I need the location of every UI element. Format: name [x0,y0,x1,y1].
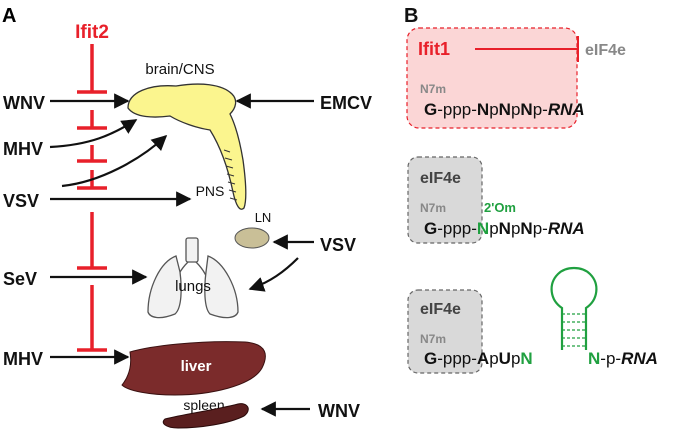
row2-2om-label: 2'Om [484,200,516,215]
brain-label: brain/CNS [145,61,214,78]
ifit2-inhibition-lines [77,44,107,352]
brain-shape [127,83,247,210]
ifit1-label: Ifit1 [418,39,450,59]
nerve-hatch [223,149,238,201]
virus-wnv-right: WNV [318,401,360,421]
lungs-label: lungs [175,278,211,295]
ifit1-box [406,27,578,129]
eif4e-box-row3 [407,289,483,374]
row3-sequence-left: G-ppp-ApUpN [424,349,533,368]
infection-arrows [49,93,314,417]
virus-mhv-upper: MHV [3,139,43,159]
arrow-mhv-brain [49,119,138,149]
panel-a-label: A [2,5,16,27]
pns-label: PNS [196,183,225,199]
virus-emcv: EMCV [320,93,372,113]
virus-mhv-lower: MHV [3,349,43,369]
liver-shape [121,341,266,396]
row2-eif4e-label: eIF4e [420,170,461,187]
virus-sev: SeV [3,269,37,289]
row1-cap-label: N7m [420,82,446,96]
row2-sequence: G-ppp-NpNpNp-RNA [424,219,585,238]
virus-vsv-right: VSV [320,235,356,255]
ifit2-label: Ifit2 [75,22,109,43]
row3-cap-label: N7m [420,332,446,346]
rna-hairpin [550,266,598,350]
lymph-node [234,227,270,249]
lungs-shape [147,237,239,319]
row3-eif4e-label: eIF4e [420,301,461,318]
liver-label: liver [181,358,212,375]
panel-b-label: B [404,5,418,27]
arrow-vsv-lungs [248,257,299,292]
virus-vsv-left: VSV [3,191,39,211]
row3-sequence-right: N-p-RNA [588,349,658,368]
ifit1-inhibition-line [475,36,579,62]
ln-label: LN [255,210,272,225]
arrow-vsv-brain [61,134,168,188]
spleen-shape [162,403,249,429]
eif4e-box-row2 [407,156,483,244]
virus-wnv-left: WNV [3,93,45,113]
row1-sequence: G-ppp-NpNpNp-RNA [424,100,585,119]
row2-cap-label: N7m [420,201,446,215]
eif4e-target-label: eIF4e [585,42,626,59]
